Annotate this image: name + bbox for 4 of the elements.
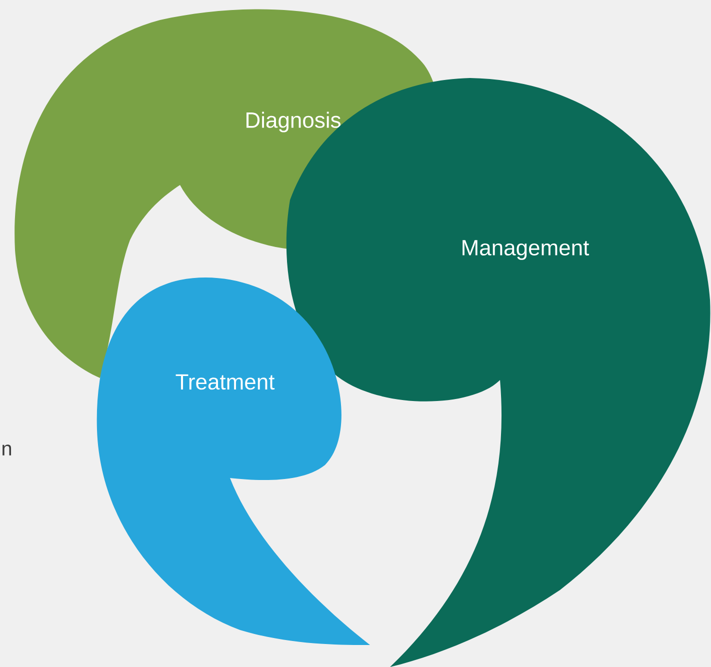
node-label: Management — [462, 240, 590, 260]
node-label: Diagnosis — [246, 112, 340, 132]
cut-text: n — [2, 444, 12, 456]
node-label: Treatment — [176, 374, 275, 390]
